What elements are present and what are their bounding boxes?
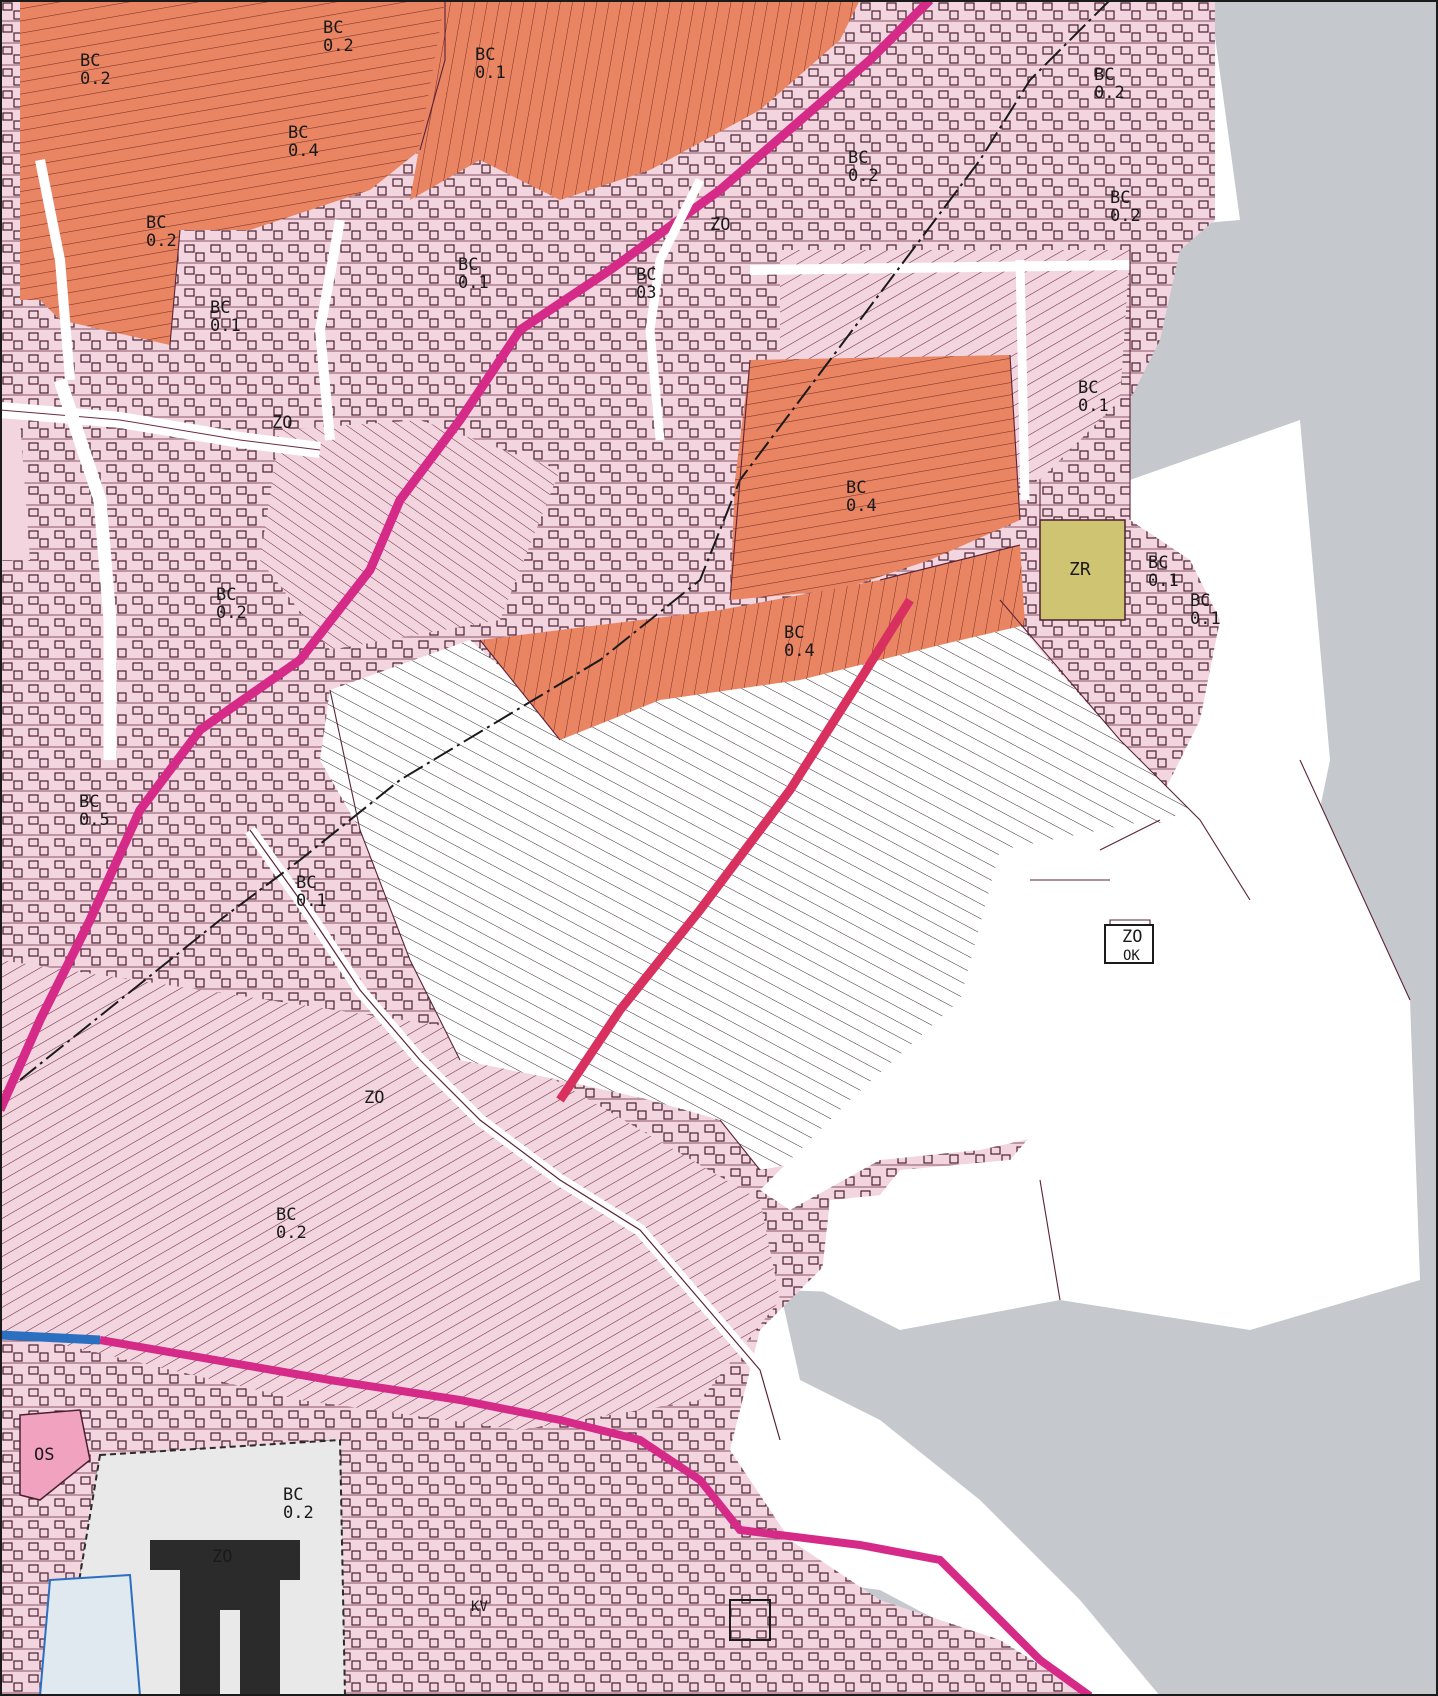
label-zr: ZR: [1069, 559, 1091, 580]
castle-area: [38, 1438, 347, 1696]
label-kv: KV: [471, 1599, 488, 1615]
utility-corridor: [19, 0, 1111, 1081]
zr-area: [1039, 519, 1126, 621]
unbuilt-land: [320, 600, 1420, 1330]
label-ok: OK: [1123, 948, 1140, 964]
label-os: OS: [34, 1445, 54, 1465]
label-zo-e: ZO: [212, 1547, 232, 1567]
label-zo-a: ZO: [710, 215, 730, 235]
parcel-boundaries: [169, 0, 1411, 1641]
label-zo-c: ZO: [364, 1088, 384, 1108]
label-zo-b: ZO: [272, 413, 292, 433]
road-network: [0, 0, 1093, 1696]
zo-building: [1104, 924, 1154, 964]
label-zo-d: ZO: [1122, 927, 1142, 947]
development-areas: [0, 0, 1025, 740]
os-area: [19, 1409, 91, 1501]
